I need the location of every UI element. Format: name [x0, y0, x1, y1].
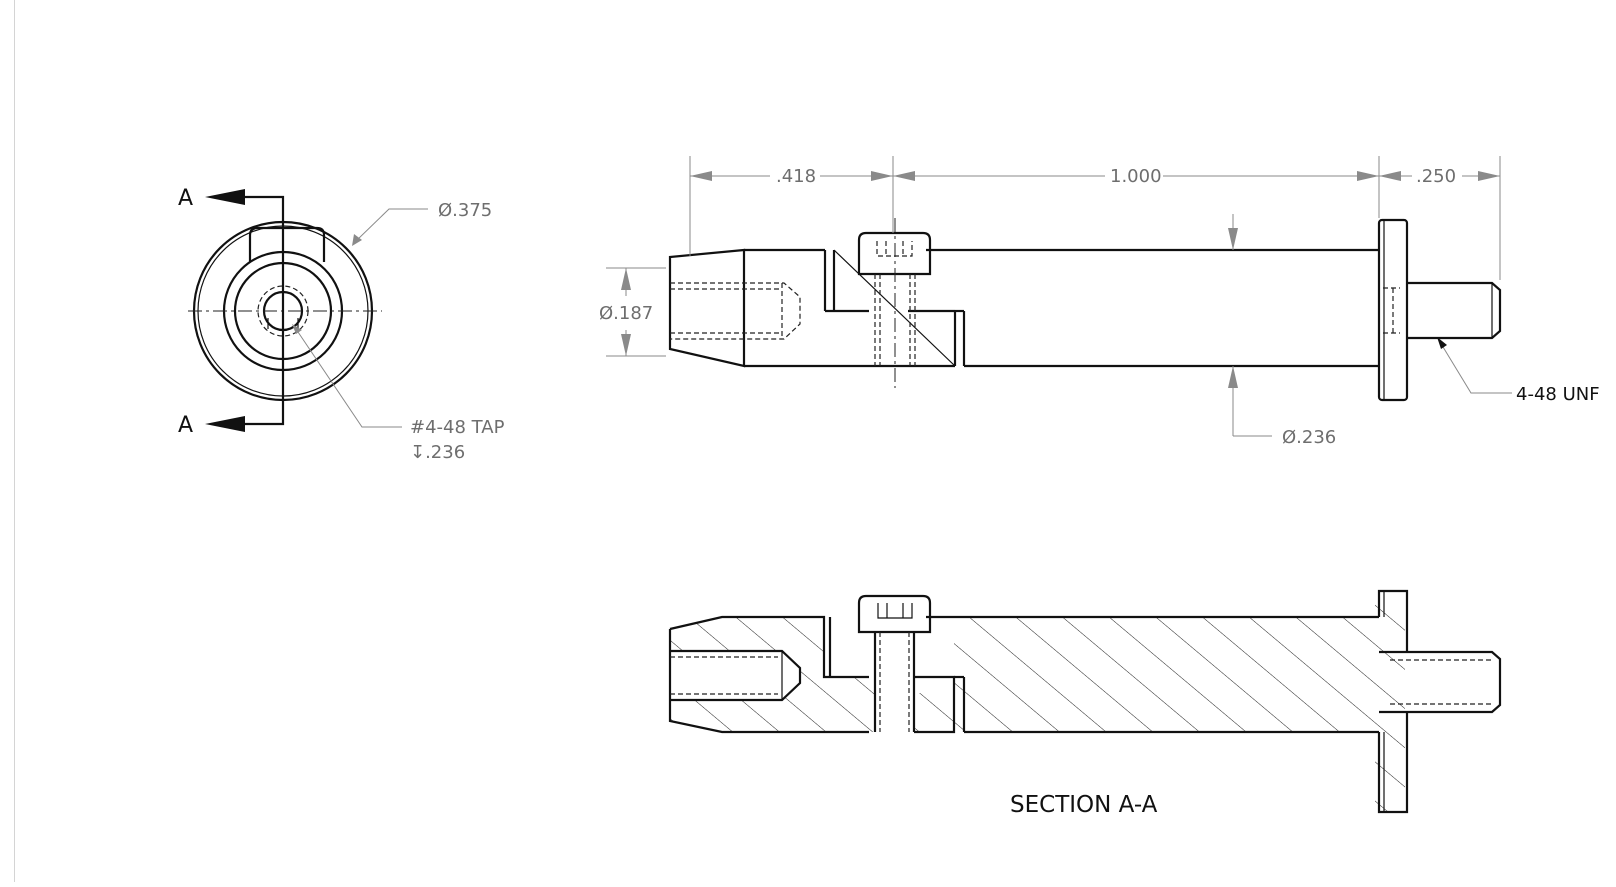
- tap-leader: [295, 328, 402, 428]
- dia-outer-label: Ø.375: [438, 200, 492, 221]
- section-tip-top: [669, 615, 869, 679]
- section-tip-bottom: [668, 629, 869, 734]
- dia-outer-leader: [355, 208, 428, 242]
- section-label-top: A: [178, 186, 193, 211]
- tap-callout-line2: ↧.236: [410, 442, 465, 463]
- section-screw-head: [857, 594, 932, 634]
- section-arrow-top: [205, 189, 245, 205]
- tap-callout-line1: #4-48 TAP: [410, 417, 505, 438]
- section-flange-bottom: [1377, 712, 1409, 814]
- section-flange-top: [1377, 589, 1409, 652]
- dim-left-label: .418: [776, 166, 816, 187]
- front-screw-head: [248, 226, 326, 262]
- threaded-stud: [1407, 281, 1502, 340]
- dim-right-label: .250: [1416, 166, 1456, 187]
- front-view: A A Ø.375 #4-48 TAP ↧.236: [178, 186, 505, 463]
- side-screw-head: [857, 231, 932, 276]
- section-title: SECTION A-A: [1010, 792, 1158, 818]
- sheet-border: [14, 0, 15, 882]
- section-view: SECTION A-A: [668, 589, 1502, 818]
- flat-diagonal: [833, 249, 956, 367]
- thread-callout-label: 4-48 UNF: [1516, 384, 1600, 405]
- section-tip-bore: [670, 649, 802, 702]
- tip-cone: [668, 248, 746, 368]
- section-stud: [1379, 650, 1502, 714]
- dia-shaft-label: Ø.236: [1282, 427, 1336, 448]
- section-screw-shank: [873, 632, 916, 732]
- flange: [1377, 218, 1409, 402]
- dia-tip-label: Ø.187: [599, 303, 653, 324]
- section-label-bottom: A: [178, 413, 193, 438]
- dim-middle-label: 1.000: [1110, 166, 1162, 187]
- side-view: .418 1.000 .250 Ø.187 Ø.2: [599, 156, 1600, 448]
- section-arrow-bottom: [205, 416, 245, 432]
- section-cut-line: [245, 195, 285, 426]
- tip-hidden-bore: [670, 282, 801, 340]
